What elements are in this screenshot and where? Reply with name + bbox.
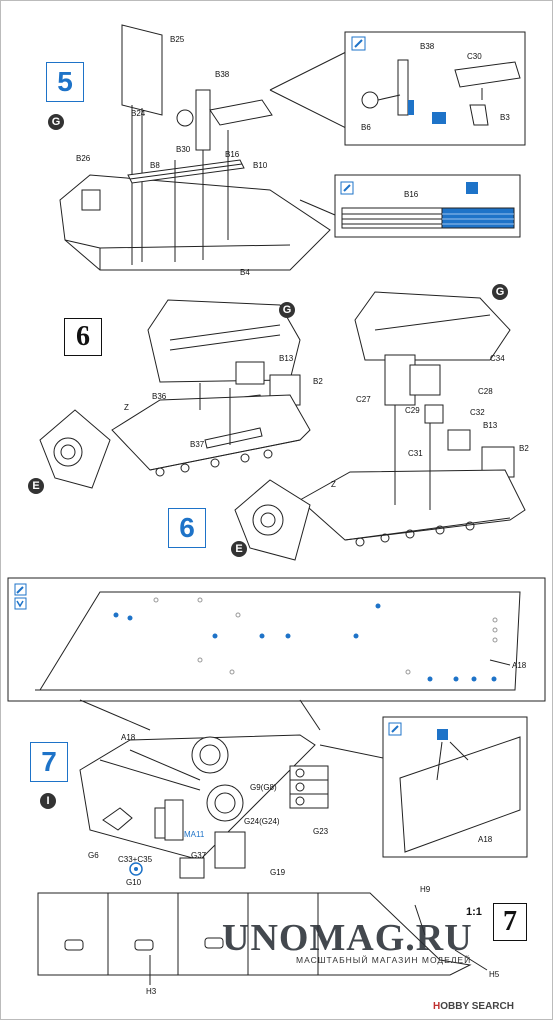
scale-label: 1:1 [466,906,482,918]
label-h5: H5 [489,970,500,979]
color-swatch-icon-3 [437,729,448,740]
label-g19: G19 [270,868,286,877]
label-g6: G6 [88,851,99,860]
label-b38-inset: B38 [420,42,435,51]
open-holes [153,597,498,675]
sprue-e-marker: E [28,478,44,494]
label-g23: G23 [313,827,329,836]
label-c31: C31 [408,449,423,458]
label-c34: C34 [490,354,505,363]
label-b10: B10 [253,161,268,170]
label-b2-right: B2 [519,444,529,453]
label-a18-large: A18 [512,661,527,670]
label-b37: B37 [190,440,205,449]
label-b13: B13 [279,354,294,363]
label-b3: B3 [500,113,510,122]
color-swatch-icon [432,112,446,124]
label-b25: B25 [170,35,185,44]
label-b30: B30 [176,145,191,154]
step5-inset-detail [344,31,526,146]
label-a18: A18 [121,733,136,742]
label-b6: B6 [361,123,371,132]
hobby-search-logo-text: OBBY SEARCH [440,1001,514,1012]
label-b4: B4 [240,268,250,277]
label-ma11: MA11 [184,830,205,839]
label-b38: B38 [215,70,230,79]
label-b2: B2 [313,377,323,386]
label-c33-c35: C33+C35 [118,855,153,864]
step-5-badge: 5 [46,62,84,102]
label-b24: B24 [131,109,146,118]
label-g9: G9(G8) [250,783,277,792]
hobby-search-logo-h: H [433,1001,441,1012]
label-c28: C28 [478,387,493,396]
sprue-g-marker: G [48,114,64,130]
label-b13-right: B13 [483,421,498,430]
watermark-brand: UNOMAG.RU [222,917,473,959]
step7-assembly [79,734,329,879]
label-b36: B36 [152,392,167,401]
hobby-search-logo: HOBBY SEARCH [433,1001,514,1012]
step-6-badge-blue: 6 [168,508,206,548]
step-7-badge: 7 [30,742,68,782]
step6-right-assembly [234,291,526,561]
label-b26: B26 [76,154,91,163]
step6-left-assembly [39,299,311,489]
label-b8: B8 [150,161,160,170]
label-z-right: Z [331,480,336,489]
label-h9: H9 [420,885,431,894]
label-z: Z [124,403,129,412]
label-c27: C27 [356,395,371,404]
label-c30: C30 [467,52,482,61]
label-b16-inset: B16 [404,190,419,199]
blue-mount-holes [113,603,497,682]
label-g24: G24(G24) [244,817,280,826]
step-6-badge: 6 [64,318,102,356]
color-swatch-icon-2 [466,182,478,194]
label-g37: G37 [191,851,207,860]
rail-blue-section [441,207,515,229]
label-b16: B16 [225,150,240,159]
step-7-badge-black: 7 [493,903,527,941]
sprue-i-marker: I [40,793,56,809]
paint-brush-icon-stroke [354,39,363,48]
step5-rail-inset [334,174,521,238]
sprue-e-marker-2: E [231,541,247,557]
step7-panel-a18-large [7,577,546,731]
watermark-subtitle: МАСШТАБНЫЙ МАГАЗИН МОДЕЛЕЙ [296,955,472,965]
label-c29: C29 [405,406,420,415]
step5-assembly [59,24,351,271]
label-g10: G10 [126,878,142,887]
step7-inset-detail [319,716,528,858]
sprue-g-marker-3: G [492,284,508,300]
step7-hull-side-h3 [37,892,488,985]
g10-part-icon [129,862,143,876]
label-h3: H3 [146,987,157,996]
label-c32: C32 [470,408,485,417]
sprue-g-marker-2: G [279,302,295,318]
label-a18-inset: A18 [478,835,493,844]
